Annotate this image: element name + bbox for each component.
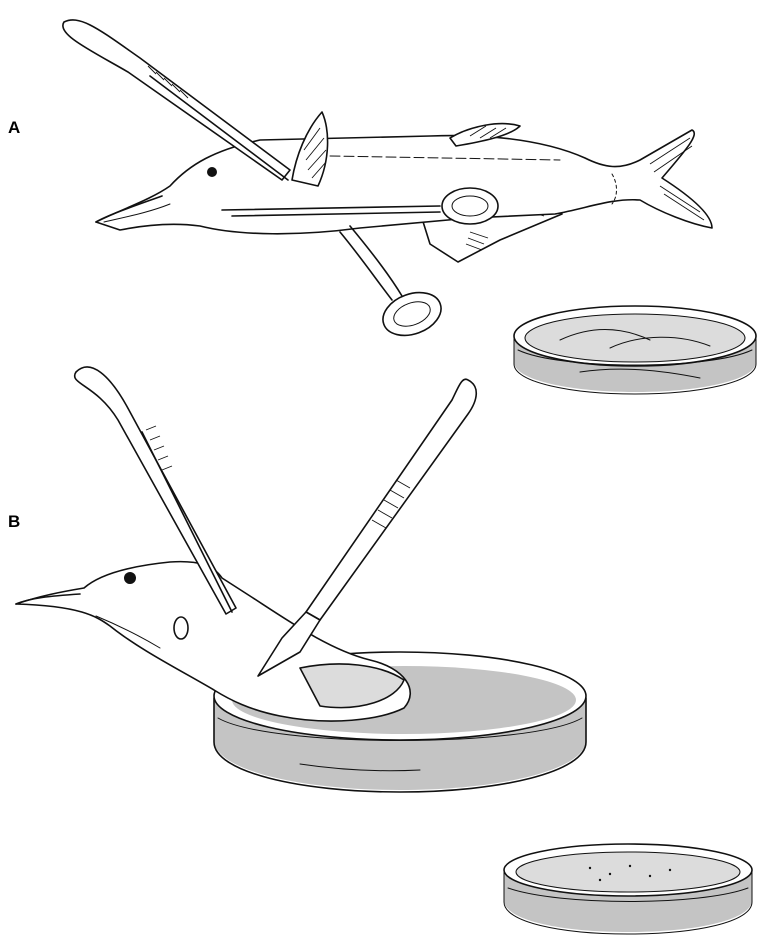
panel-a-figure: [63, 20, 712, 343]
fish-body-a: [96, 112, 712, 234]
scalpel-b: [258, 379, 476, 676]
forceps-a: [63, 20, 290, 180]
petri-dish-small-a: [514, 306, 756, 394]
petri-dish-small-b: [504, 844, 752, 934]
